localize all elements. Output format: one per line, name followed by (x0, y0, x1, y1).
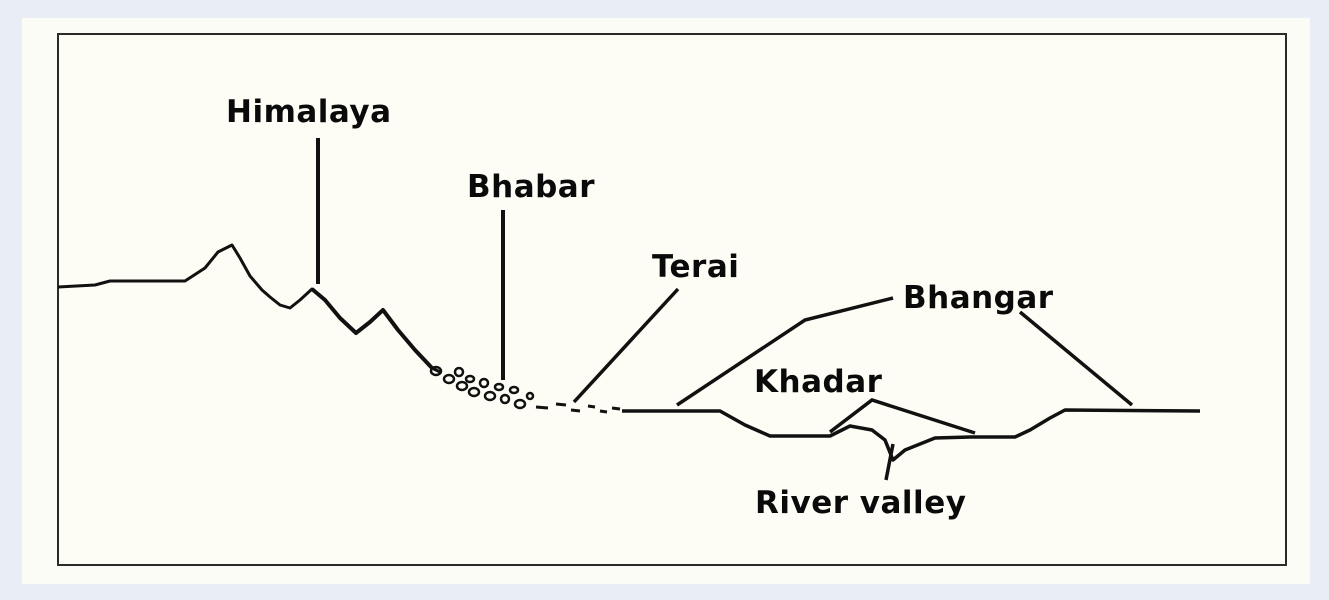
terai-label: Terai (652, 252, 739, 283)
khadar-label: Khadar (754, 367, 882, 398)
terai-dashed-surface (536, 404, 620, 412)
terai-leader-line (574, 289, 678, 402)
bhangar-label: Bhangar (903, 283, 1054, 314)
himalaya-label: Himalaya (226, 97, 392, 128)
plains-profile-line (622, 410, 1200, 460)
river-valley-label: River valley (755, 488, 966, 519)
bhabar-label: Bhabar (467, 172, 595, 203)
bhangar-leader-line-right (1020, 312, 1132, 405)
bhabar-pebbles (431, 367, 533, 408)
ridge-accent-line (312, 289, 432, 368)
